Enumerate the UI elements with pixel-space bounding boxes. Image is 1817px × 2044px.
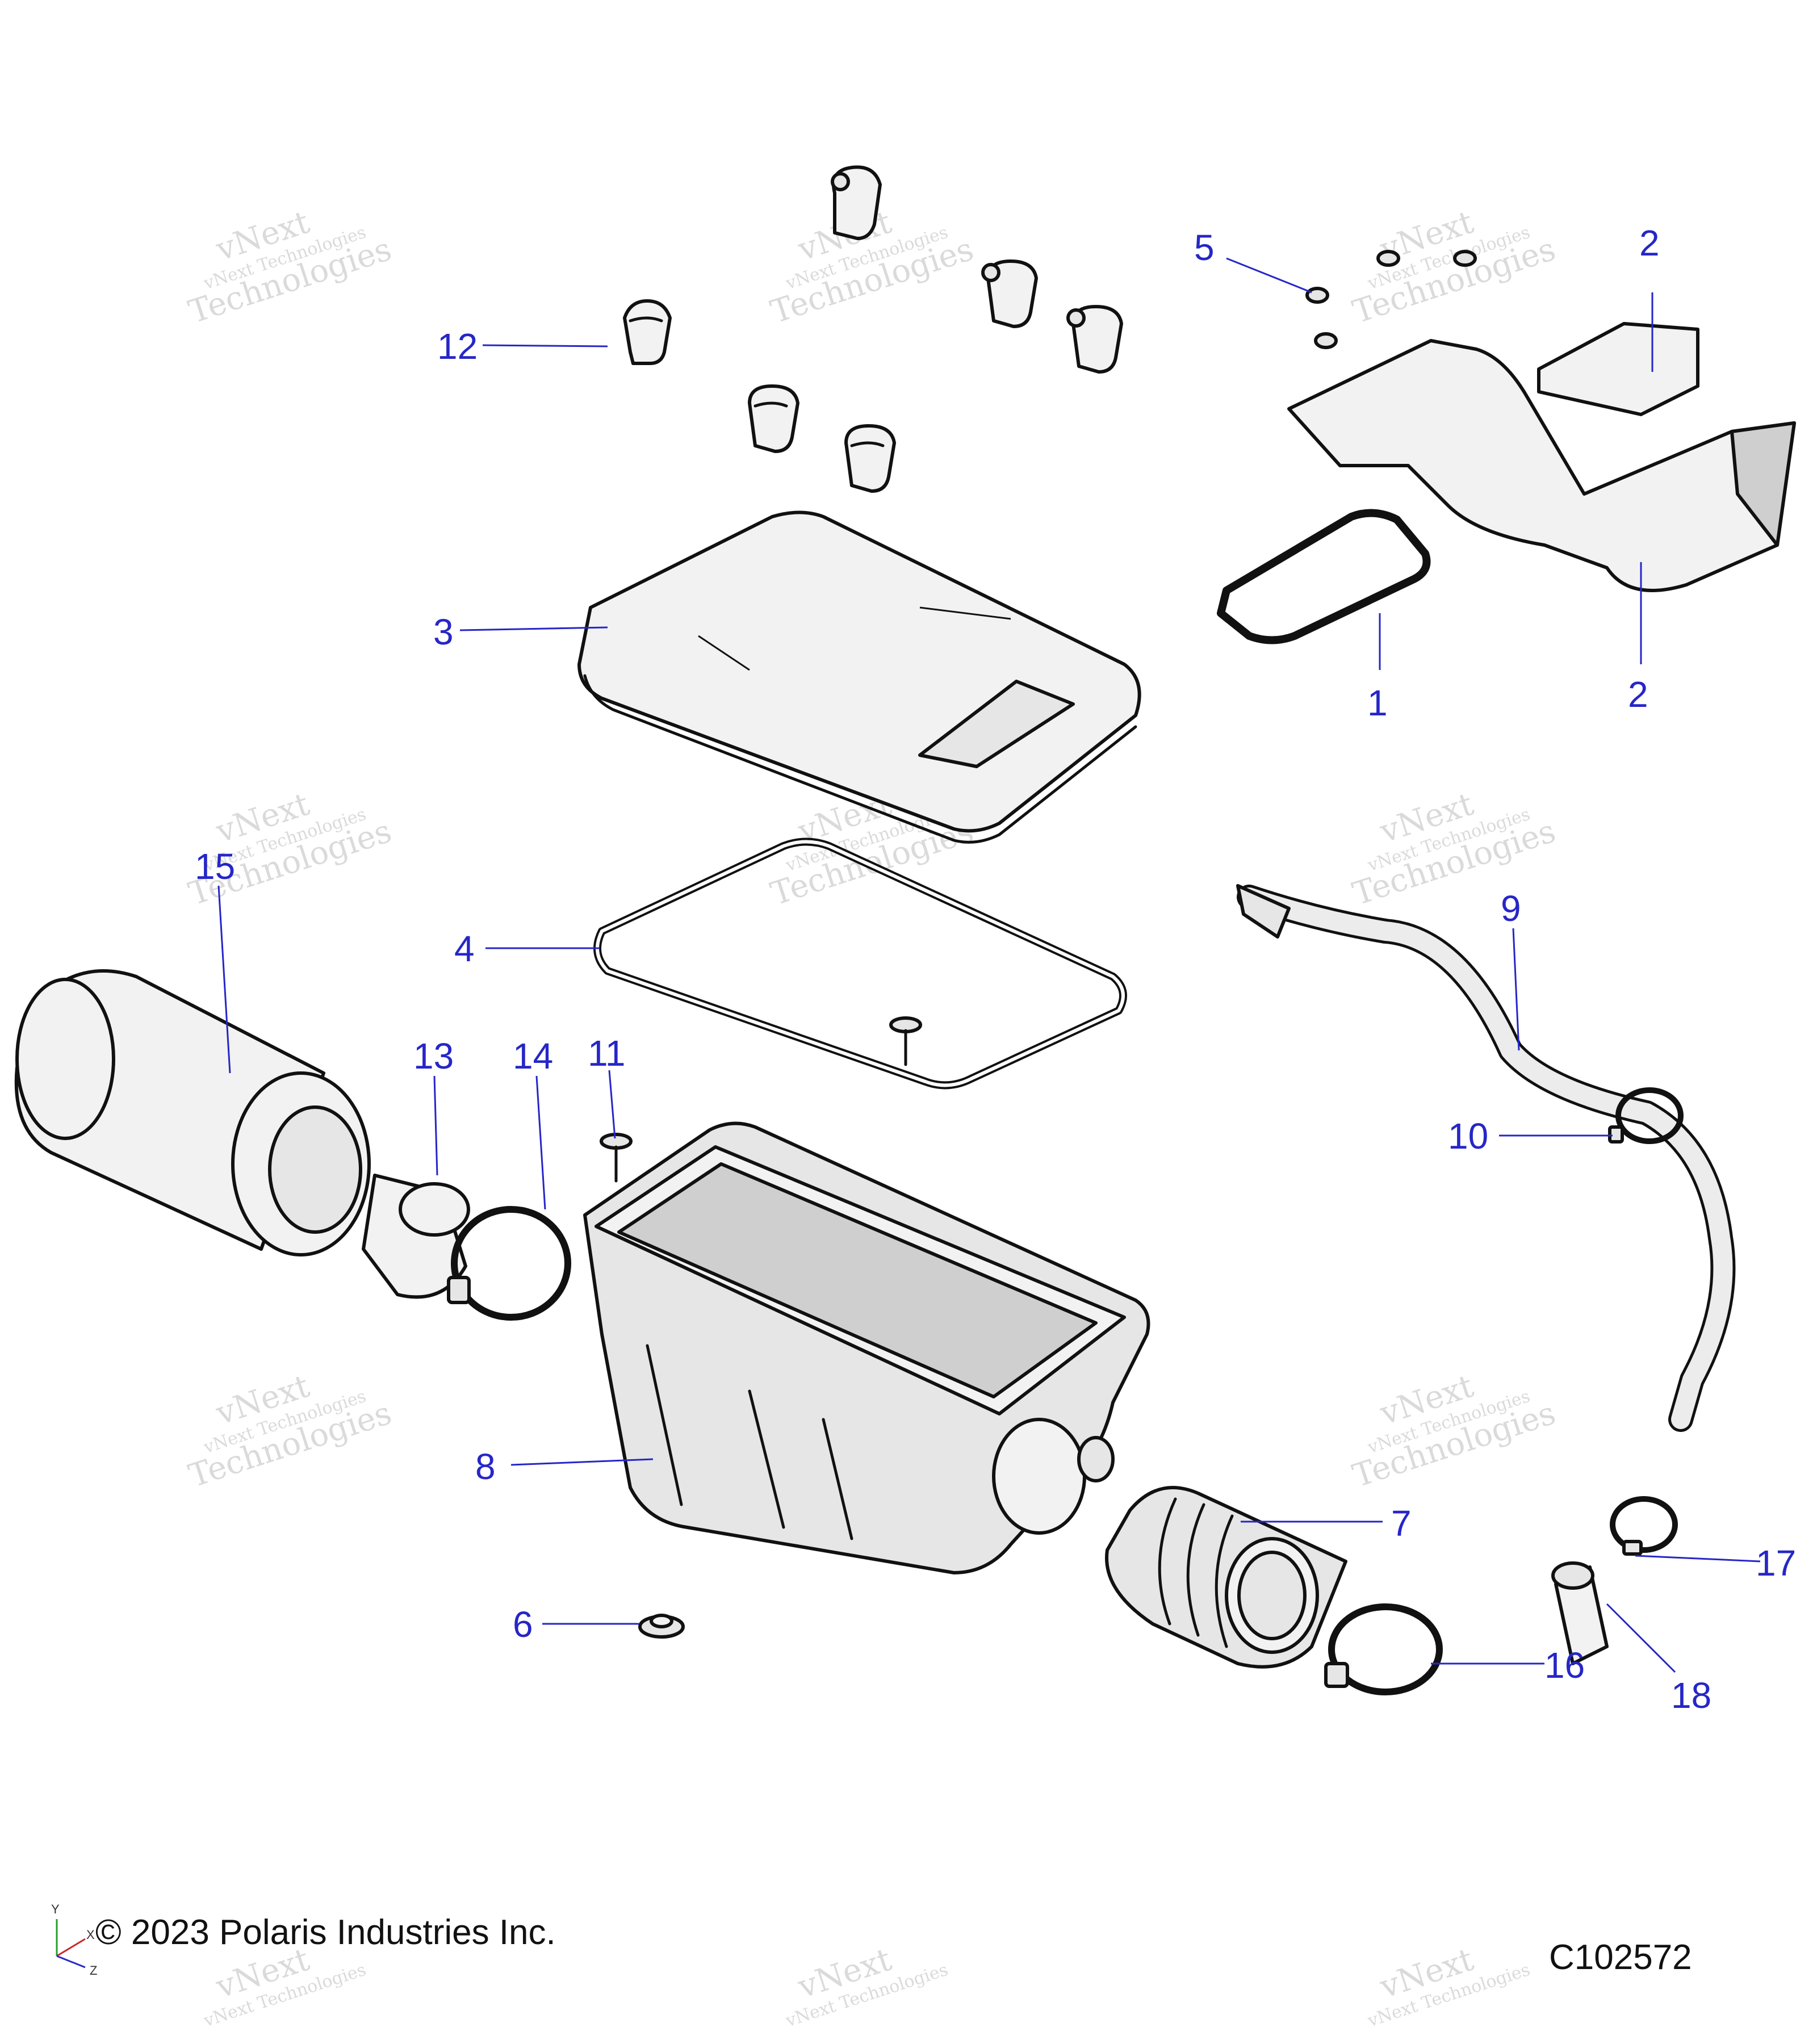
intake-duct bbox=[1287, 339, 1796, 592]
callout: 17 bbox=[1635, 1543, 1796, 1584]
spacer bbox=[1551, 1561, 1609, 1665]
svg-text:5: 5 bbox=[1194, 227, 1215, 268]
callout: 1 bbox=[1367, 613, 1388, 723]
svg-text:3: 3 bbox=[433, 611, 454, 652]
svg-text:2: 2 bbox=[1628, 674, 1648, 715]
callouts: 1 2 2 3 4 5 6 7 bbox=[195, 223, 1796, 1716]
hose-clamp bbox=[1608, 1087, 1684, 1144]
hold-down-clips bbox=[623, 165, 1123, 493]
duct-gasket bbox=[1217, 509, 1431, 644]
svg-text:Y: Y bbox=[51, 1902, 60, 1916]
callout: 6 bbox=[513, 1604, 639, 1645]
watermark: vNext vNext Technologies Technologies bbox=[1349, 786, 1560, 913]
svg-text:6: 6 bbox=[513, 1604, 533, 1645]
outlet-boot bbox=[1105, 1486, 1347, 1669]
clip bbox=[831, 165, 882, 240]
hose-clamp bbox=[1610, 1496, 1678, 1556]
clip bbox=[1066, 305, 1123, 374]
callout: 18 bbox=[1606, 1603, 1711, 1716]
callout: 15 bbox=[195, 846, 235, 1074]
svg-text:13: 13 bbox=[413, 1036, 454, 1077]
air-box-gasket bbox=[593, 837, 1127, 1090]
callout: 5 bbox=[1194, 227, 1312, 294]
svg-text:14: 14 bbox=[513, 1036, 553, 1077]
callout: 8 bbox=[475, 1446, 654, 1487]
clip bbox=[981, 259, 1038, 328]
watermark: vNext vNext Technologies Technologies bbox=[185, 1368, 396, 1495]
svg-text:12: 12 bbox=[437, 326, 478, 367]
svg-text:17: 17 bbox=[1756, 1543, 1796, 1584]
callout: 3 bbox=[433, 611, 608, 652]
svg-text:2: 2 bbox=[1639, 223, 1660, 263]
callout: 9 bbox=[1501, 888, 1521, 1051]
svg-text:1: 1 bbox=[1367, 682, 1388, 723]
svg-text:Z: Z bbox=[90, 1963, 97, 1978]
callout: 11 bbox=[588, 1033, 625, 1139]
duct-seal bbox=[1537, 322, 1699, 416]
screw bbox=[600, 1133, 633, 1183]
callout: 2 bbox=[1639, 223, 1660, 372]
breather-hose bbox=[1236, 884, 1736, 1432]
diagram-catalog-id: C102572 bbox=[1549, 1938, 1692, 1977]
callout: 13 bbox=[413, 1036, 454, 1176]
svg-text:7: 7 bbox=[1391, 1503, 1412, 1544]
air-box-cover bbox=[577, 510, 1141, 844]
watermark: vNext vNext Technologies Technologies bbox=[185, 204, 396, 331]
callout: 14 bbox=[513, 1036, 553, 1210]
watermark: vNext vNext Technologies bbox=[1365, 1941, 1533, 2032]
outlet-clamp bbox=[1324, 1603, 1443, 1695]
svg-text:4: 4 bbox=[454, 928, 475, 969]
drain-grommet bbox=[638, 1614, 685, 1639]
callout: 2 bbox=[1628, 562, 1648, 715]
filter-clamp bbox=[447, 1206, 571, 1321]
clip bbox=[748, 384, 799, 453]
screw bbox=[889, 1016, 922, 1066]
callout: 4 bbox=[454, 928, 599, 969]
svg-text:16: 16 bbox=[1544, 1645, 1585, 1686]
svg-text:15: 15 bbox=[195, 846, 235, 887]
air-box bbox=[583, 1121, 1150, 1574]
svg-text:8: 8 bbox=[475, 1446, 496, 1487]
watermark: vNext vNext Technologies bbox=[783, 1941, 951, 2032]
callout: 16 bbox=[1431, 1645, 1585, 1686]
svg-text:9: 9 bbox=[1501, 888, 1521, 929]
axis-triad: Y X Z bbox=[51, 1902, 97, 1978]
svg-text:X: X bbox=[86, 1928, 95, 1942]
callout: 10 bbox=[1448, 1116, 1613, 1157]
clip bbox=[844, 424, 896, 493]
clip bbox=[623, 299, 672, 365]
watermark: vNext vNext Technologies Technologies bbox=[1349, 204, 1560, 331]
svg-text:11: 11 bbox=[588, 1033, 625, 1074]
callout: 7 bbox=[1241, 1503, 1412, 1544]
copyright-notice: © 2023 Polaris Industries Inc. bbox=[95, 1913, 556, 1952]
air-filter bbox=[14, 969, 371, 1256]
filter-adapter bbox=[362, 1174, 470, 1299]
svg-text:18: 18 bbox=[1671, 1675, 1711, 1716]
callout: 12 bbox=[437, 326, 608, 367]
svg-text:10: 10 bbox=[1448, 1116, 1488, 1157]
watermark: vNext vNext Technologies Technologies bbox=[185, 786, 396, 913]
duct-screws bbox=[1305, 250, 1477, 349]
watermark: vNext vNext Technologies Technologies bbox=[1349, 1368, 1560, 1495]
